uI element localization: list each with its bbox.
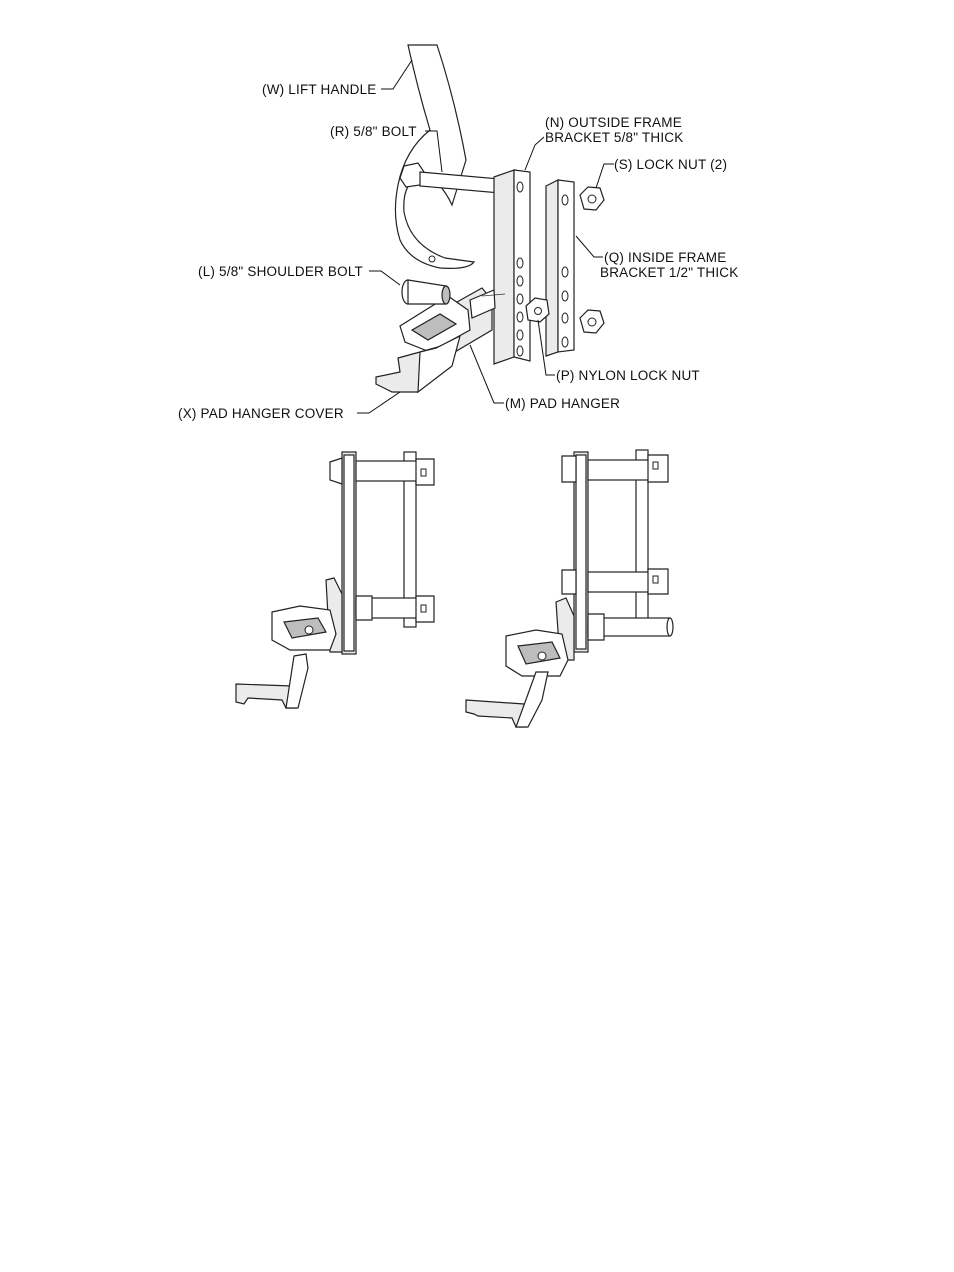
label-outside-bracket-line1: (N) OUTSIDE FRAME (545, 115, 682, 130)
label-inside-bracket-line2: BRACKET 1/2" THICK (600, 265, 738, 280)
label-outside-bracket-line2: BRACKET 5/8" THICK (545, 130, 683, 145)
outside-frame-bracket (494, 170, 530, 364)
shoulder-bolt (402, 280, 450, 304)
lift-handle (395, 45, 474, 268)
inside-frame-bracket (546, 180, 574, 356)
label-shoulder-bolt-text: (L) 5/8" SHOULDER BOLT (198, 264, 363, 279)
assembled-view-right (466, 450, 673, 727)
label-lift-handle-text: (W) LIFT HANDLE (262, 82, 377, 97)
label-lift-handle: (W) LIFT HANDLE (262, 60, 412, 97)
exploded-view (376, 45, 604, 392)
label-lock-nut-text: (S) LOCK NUT (2) (614, 157, 727, 172)
label-inside-bracket: (Q) INSIDE FRAME BRACKET 1/2" THICK (576, 236, 738, 280)
assembled-view-left (236, 452, 434, 708)
label-shoulder-bolt: (L) 5/8" SHOULDER BOLT (198, 264, 400, 285)
label-inside-bracket-line1: (Q) INSIDE FRAME (604, 250, 726, 265)
lock-nut-upper (580, 187, 604, 210)
label-bolt-r-text: (R) 5/8" BOLT (330, 124, 417, 139)
label-pad-hanger-text: (M) PAD HANGER (505, 396, 620, 411)
label-lock-nut: (S) LOCK NUT (2) (596, 157, 727, 188)
lock-nut-lower (580, 310, 604, 333)
label-pad-hanger-cover-text: (X) PAD HANGER COVER (178, 406, 344, 421)
label-pad-hanger-cover: (X) PAD HANGER COVER (178, 392, 400, 421)
label-nylon-lock-nut-text: (P) NYLON LOCK NUT (556, 368, 700, 383)
